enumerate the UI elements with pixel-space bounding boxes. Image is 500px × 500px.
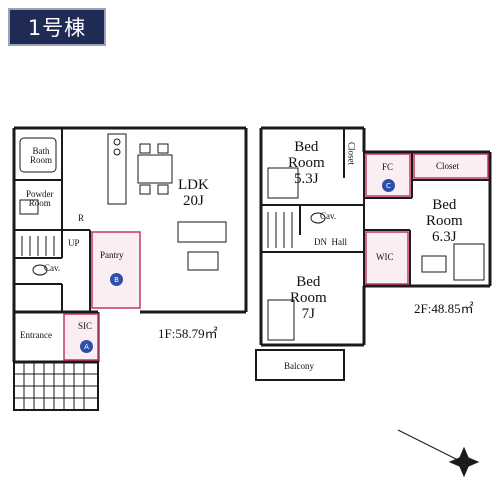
fc-label: FC	[382, 162, 394, 172]
dn-hall-label: DN Hall	[314, 237, 347, 247]
bed-room-3-label: Bed Room 7J	[290, 274, 327, 322]
sofa-icon	[177, 221, 227, 271]
balcony-label: Balcony	[284, 361, 314, 371]
cavity-label-1f: Cav.	[44, 263, 61, 273]
desk-icon	[421, 255, 447, 273]
floor2-walls	[259, 126, 492, 347]
stove-icon	[107, 133, 127, 205]
closet2-area	[413, 153, 489, 179]
dining-set-icon	[137, 143, 173, 195]
sink-icon	[19, 199, 39, 215]
powder-room-label: Powder Room	[26, 189, 54, 209]
stairs-2f	[267, 212, 293, 248]
pantry-label: Pantry	[100, 250, 124, 260]
bathtub-icon	[19, 137, 57, 173]
entrance-porch	[13, 361, 99, 411]
entrance-label: Entrance	[20, 330, 52, 340]
bath-room-label: Bath Room	[30, 146, 53, 166]
floor1-interior-walls	[14, 128, 91, 312]
sic-area	[63, 313, 99, 361]
wic-label: WIC	[376, 252, 394, 262]
storage-rooms	[63, 153, 489, 361]
floor2-interior-walls	[261, 128, 490, 286]
bed-icon	[267, 167, 485, 341]
ldk-label: LDK 20J	[178, 177, 209, 209]
floor1-area: 1F:58.79㎡	[158, 326, 218, 341]
closet-2-label: Closet	[436, 161, 460, 171]
building-label: 1号棟	[8, 8, 106, 46]
up-label: UP	[68, 238, 80, 248]
balcony-outline	[255, 349, 345, 381]
wic-area	[365, 231, 409, 285]
closet-1-label: Closet	[346, 142, 357, 166]
fridge-label: R	[78, 213, 85, 223]
toilet-icon	[32, 212, 326, 276]
north-compass-icon	[397, 429, 480, 478]
sic-label: SIC	[78, 321, 93, 331]
stairs-1f	[21, 236, 55, 256]
bed-room-1-label: Bed Room 5.3J	[288, 139, 325, 187]
sic-marker: A	[80, 340, 93, 353]
fc-area	[365, 153, 411, 197]
cavity-label-2f: Cav.	[320, 211, 337, 221]
pantry-area	[91, 231, 141, 309]
floor2-area: 2F:48.85㎡	[414, 301, 474, 316]
pantry-marker: B	[110, 273, 123, 286]
fc-marker: C	[382, 179, 395, 192]
bed-room-2-label: Bed Room 6.3J	[426, 197, 463, 245]
